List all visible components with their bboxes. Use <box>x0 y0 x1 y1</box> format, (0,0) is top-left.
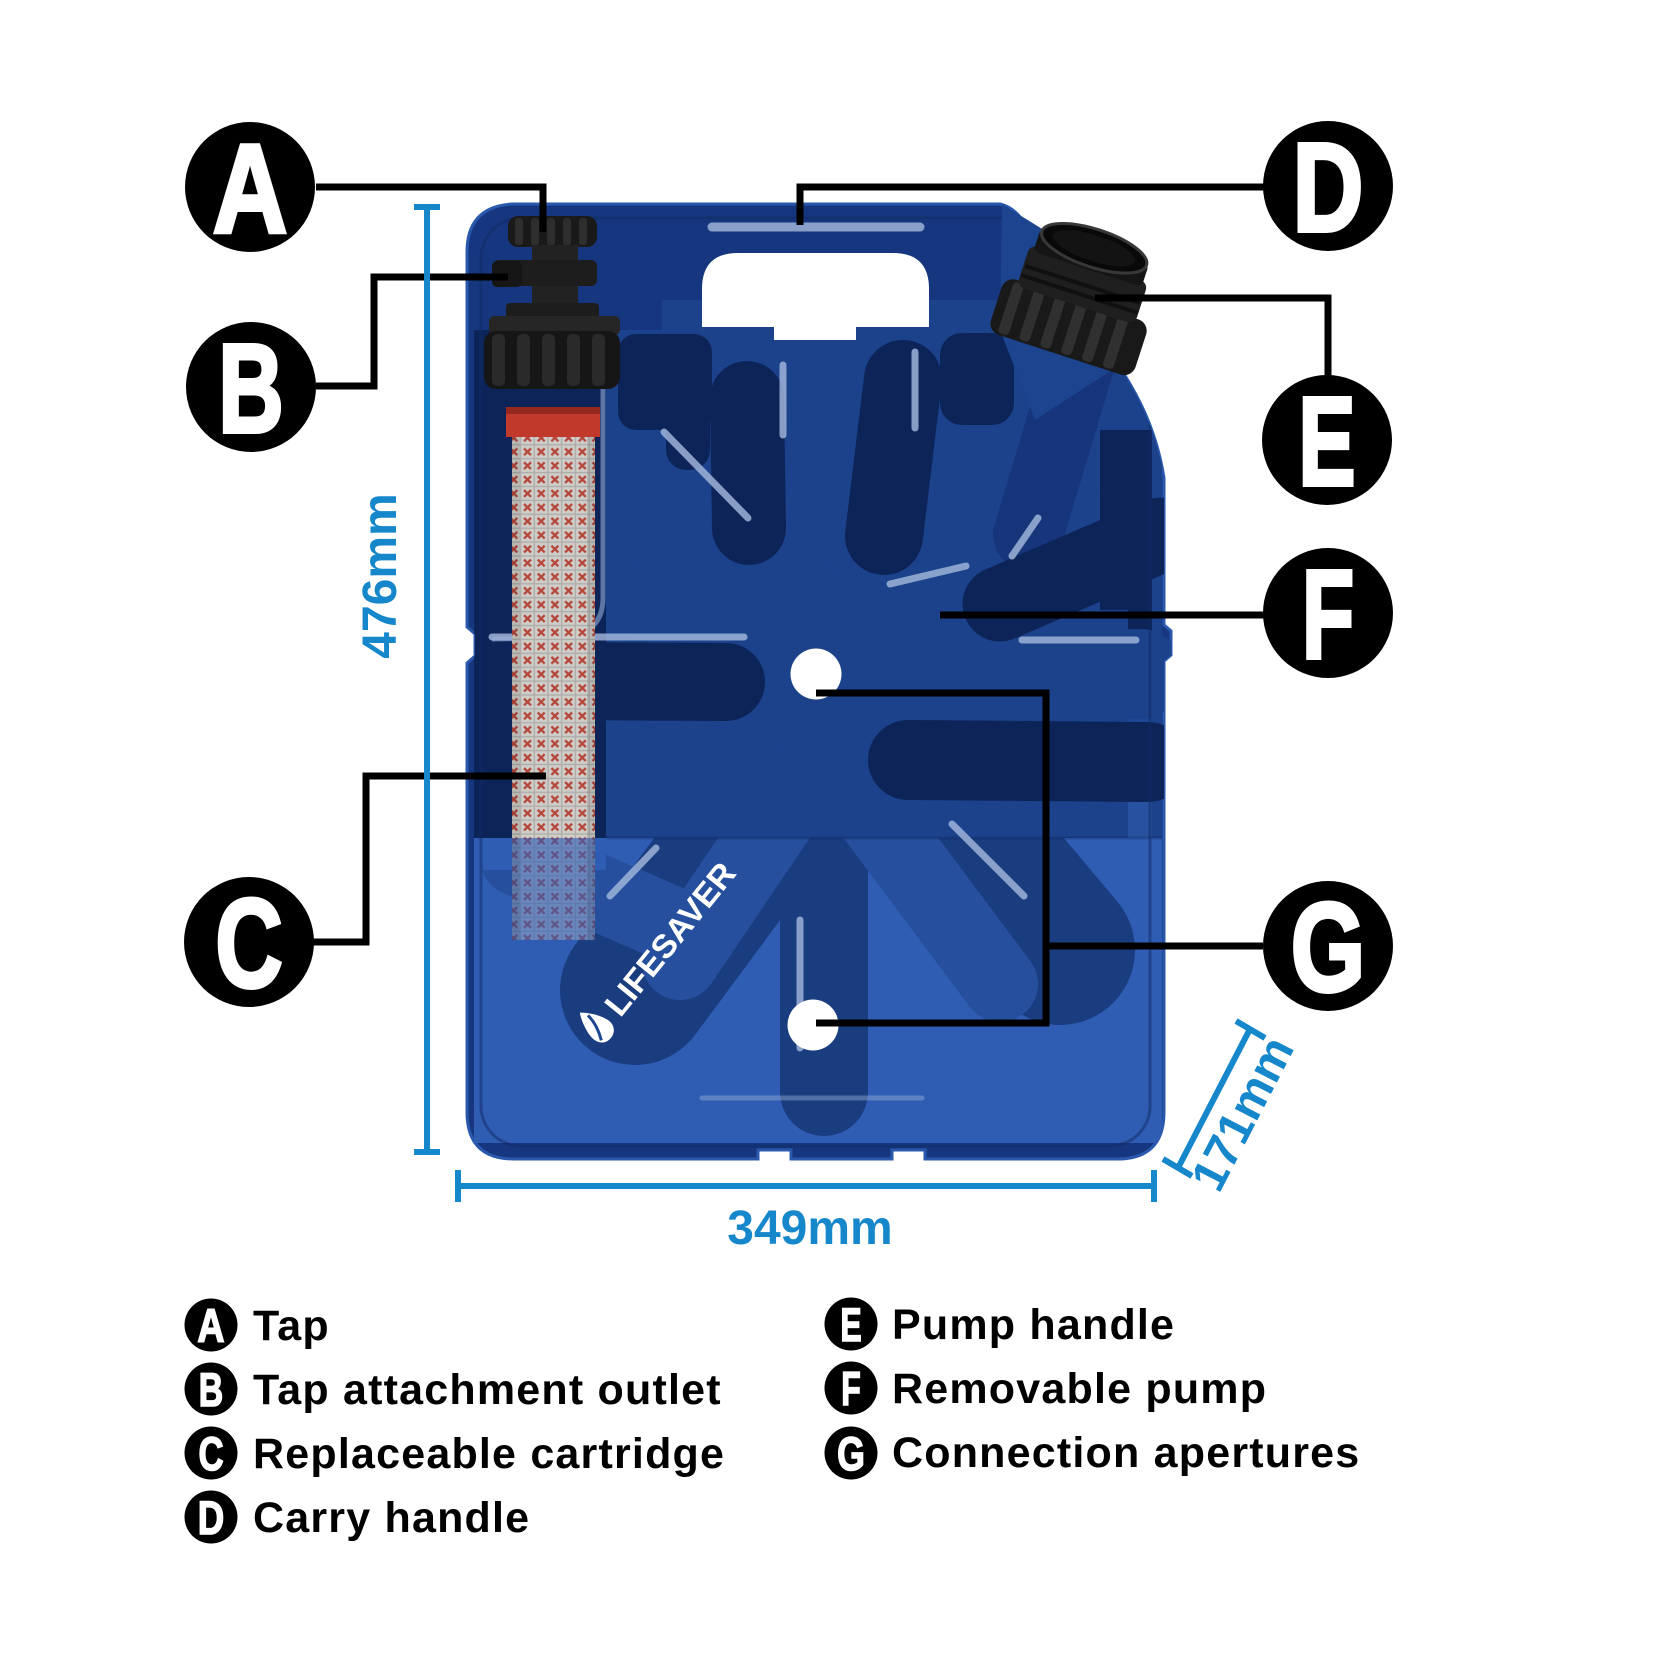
svg-text:Pump handle: Pump handle <box>892 1301 1175 1349</box>
svg-text:171mm: 171mm <box>1182 1028 1305 1199</box>
svg-text:B: B <box>199 1364 223 1417</box>
svg-text:C: C <box>215 874 282 1014</box>
svg-text:Replaceable cartridge: Replaceable cartridge <box>253 1430 725 1478</box>
svg-text:Removable pump: Removable pump <box>892 1365 1267 1413</box>
svg-text:E: E <box>1298 370 1355 512</box>
svg-text:G: G <box>1291 877 1365 1018</box>
svg-text:E: E <box>840 1299 861 1352</box>
svg-text:Carry handle: Carry handle <box>253 1494 530 1542</box>
svg-text:A: A <box>197 1300 224 1353</box>
svg-text:G: G <box>837 1427 865 1480</box>
svg-text:D: D <box>198 1492 224 1544</box>
svg-text:349mm: 349mm <box>727 1202 892 1255</box>
svg-text:F: F <box>841 1363 861 1416</box>
svg-text:Tap attachment outlet: Tap attachment outlet <box>253 1366 722 1414</box>
svg-text:476mm: 476mm <box>354 493 407 658</box>
svg-text:C: C <box>198 1428 223 1480</box>
svg-text:F: F <box>1302 543 1354 685</box>
svg-text:D: D <box>1293 117 1364 258</box>
svg-text:Connection apertures: Connection apertures <box>892 1429 1360 1477</box>
svg-text:B: B <box>218 320 284 460</box>
svg-text:Tap: Tap <box>253 1302 330 1350</box>
svg-text:A: A <box>213 119 288 259</box>
